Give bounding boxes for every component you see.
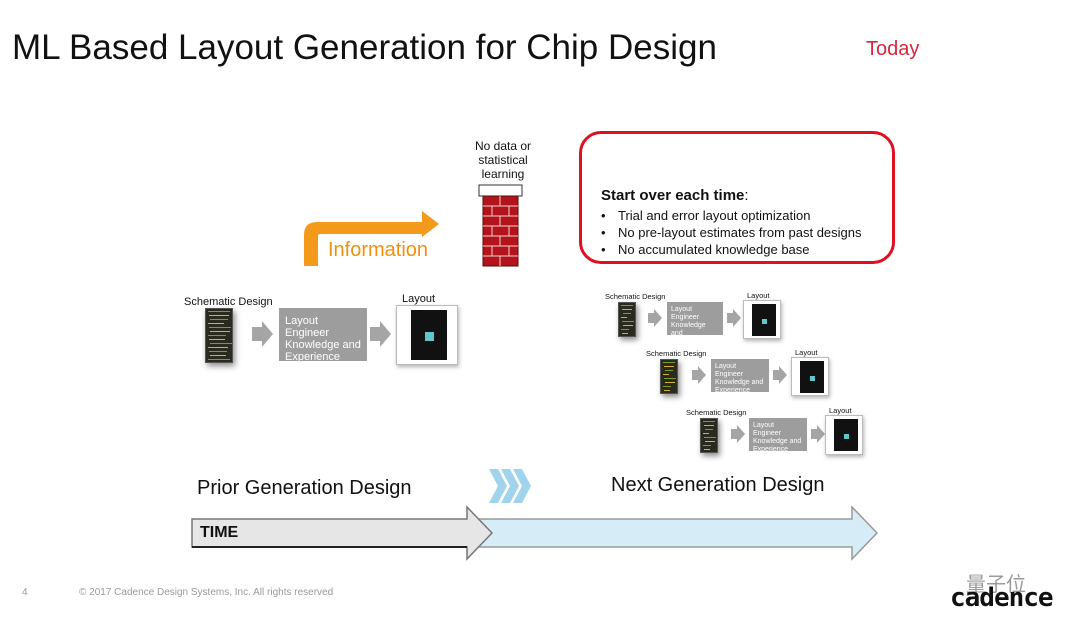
schematic-line [663, 374, 669, 375]
schematic-line [663, 362, 675, 363]
schematic-line [621, 305, 633, 306]
schematic-line [703, 421, 715, 422]
schematic-line [704, 437, 716, 438]
schematic-line [621, 317, 627, 318]
next-generation-label: Next Generation Design [611, 474, 825, 496]
slide-title: ML Based Layout Generation for Chip Desi… [12, 28, 717, 67]
schematic-line [208, 359, 230, 360]
schematic-label: Schematic Design [686, 408, 747, 417]
schematic-line [621, 329, 629, 330]
today-badge: Today [866, 38, 920, 60]
layout-label: Layout [829, 406, 852, 415]
page-number: 4 [22, 587, 28, 598]
time-arrow-next [469, 505, 879, 561]
cadence-logo: cadence [950, 583, 1054, 613]
schematic-image [660, 359, 678, 394]
schematic-line [208, 323, 224, 324]
schematic-line [663, 386, 671, 387]
schematic-line [623, 325, 633, 326]
chevron-arrows-icon [489, 469, 531, 503]
bullet-item: No pre-layout estimates from past design… [601, 224, 862, 241]
layout-image [396, 305, 458, 365]
wall-caption: No data or statistical learning [474, 139, 532, 181]
layout-label: Layout [747, 291, 770, 300]
schematic-line [703, 433, 709, 434]
bullet-item: No accumulated knowledge base [601, 241, 862, 258]
schematic-line [208, 311, 230, 312]
schematic-line [704, 449, 710, 450]
schematic-line [210, 319, 228, 320]
schematic-line [209, 327, 231, 328]
layout-image [791, 357, 829, 396]
schematic-image [205, 308, 233, 363]
schematic-line [209, 339, 225, 340]
schematic-line [208, 335, 226, 336]
layout-image [825, 415, 863, 455]
schematic-line [623, 313, 631, 314]
flow-arrows [252, 309, 825, 443]
information-arrow [304, 211, 439, 266]
schematic-line [664, 390, 670, 391]
brick-wall-icon [478, 184, 523, 267]
schematic-line [705, 441, 715, 442]
schematic-line [209, 315, 229, 316]
schematic-label: Schematic Design [184, 296, 273, 308]
schematic-line [703, 445, 711, 446]
layout-label: Layout [795, 348, 818, 357]
schematic-line [622, 333, 628, 334]
schematic-line [210, 343, 232, 344]
schematic-image [618, 302, 636, 337]
bullet-item: Trial and error layout optimization [601, 207, 862, 224]
information-label: Information [328, 239, 429, 261]
schematic-line [210, 355, 226, 356]
schematic-line [208, 347, 228, 348]
schematic-label: Schematic Design [646, 349, 707, 358]
schematic-image [700, 418, 718, 453]
time-label: TIME [200, 524, 239, 541]
schematic-line [665, 382, 675, 383]
start-over-bullets: Trial and error layout optimization No p… [601, 207, 862, 258]
schematic-line [622, 309, 632, 310]
layout-label: Layout [402, 293, 436, 305]
layout-image [743, 300, 781, 339]
copyright-text: © 2017 Cadence Design Systems, Inc. All … [79, 587, 334, 598]
schematic-line [664, 366, 674, 367]
time-arrow-prior [191, 505, 494, 561]
watermark-text: 量子位 [966, 574, 1026, 596]
schematic-line [704, 425, 714, 426]
schematic-line [705, 429, 713, 430]
schematic-label: Schematic Design [605, 292, 666, 301]
schematic-line [210, 331, 230, 332]
prior-generation-label: Prior Generation Design [197, 477, 412, 499]
start-over-heading: Start over each time: [601, 187, 749, 204]
schematic-line [622, 321, 634, 322]
schematic-line [664, 378, 676, 379]
schematic-line [665, 370, 673, 371]
schematic-line [209, 351, 227, 352]
